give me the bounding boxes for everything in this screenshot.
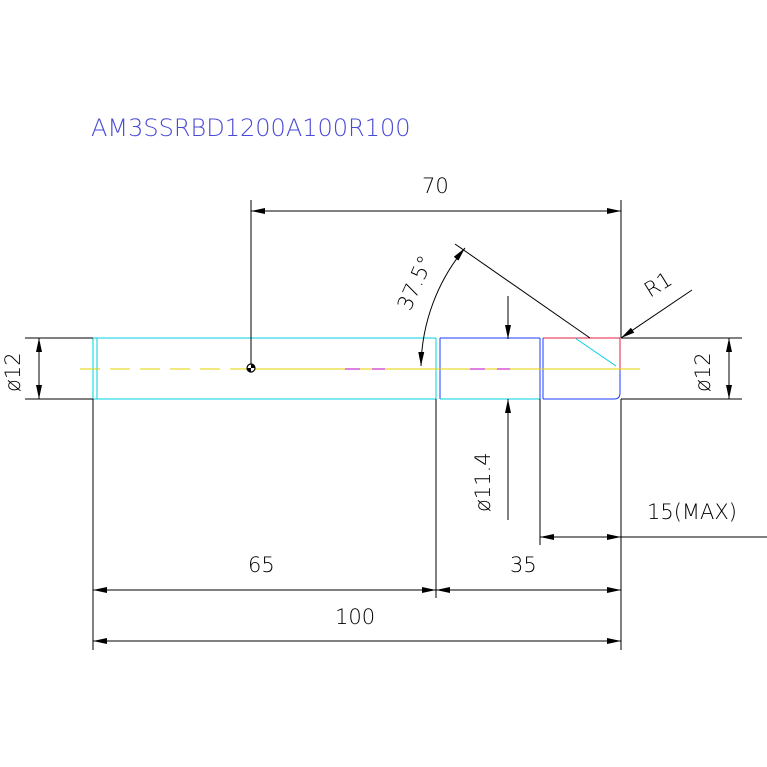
dim-shank-length: 65 bbox=[248, 553, 275, 577]
dim-tip-radius: R1 bbox=[640, 267, 676, 302]
part-number-title: AM3SSRBD1200A100R100 bbox=[91, 114, 411, 142]
dim-centre-to-tip: 70 bbox=[422, 174, 449, 198]
dimension-lines bbox=[25, 200, 767, 650]
dim-neck-diameter: ø11.4 bbox=[471, 452, 495, 512]
dim-reduced-length: 35 bbox=[510, 553, 537, 577]
part-body bbox=[80, 337, 640, 400]
dim-max-flute: 15(MAX) bbox=[647, 500, 737, 524]
dim-shank-diameter-left: ø12 bbox=[1, 352, 25, 392]
dim-angle: 37.5° bbox=[393, 252, 438, 314]
dim-shank-diameter-right: ø12 bbox=[691, 352, 715, 392]
dim-overall-length: 100 bbox=[335, 605, 375, 629]
